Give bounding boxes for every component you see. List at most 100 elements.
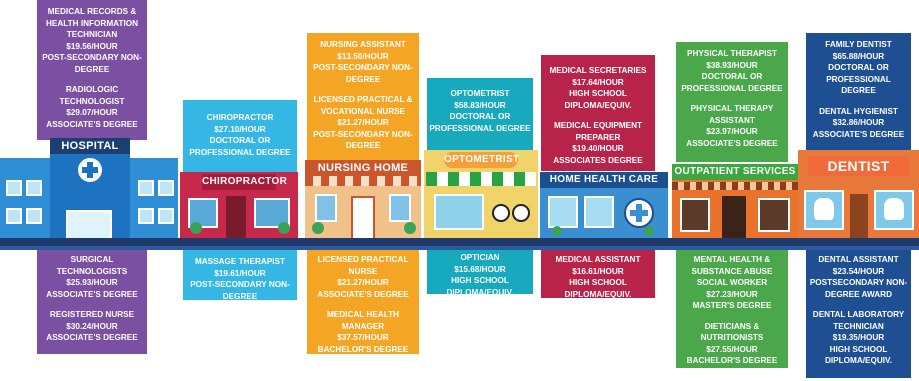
outpatient-building: OUTPATIENT SERVICES <box>672 164 798 240</box>
job-title: PHYSICAL THERAPIST <box>687 49 777 58</box>
job-wage: $38.93/HOUR <box>706 60 758 70</box>
job-card: LICENSED PRACTICAL NURSE $21.27/HOUR ASS… <box>309 254 417 300</box>
window <box>680 198 710 232</box>
plant <box>404 222 416 234</box>
optometrist-building: OPTOMETRIST <box>424 150 538 240</box>
dentist-bottom-panel: DENTAL ASSISTANT $23.54/HOUR POSTSECONDA… <box>806 246 911 378</box>
sidewalk <box>0 246 919 250</box>
chiropractor-bottom-panel: MASSAGE THERAPIST $19.61/HOUR POST-SECON… <box>183 246 297 302</box>
job-card: REGISTERED NURSE $30.24/HOUR ASSOCIATE'S… <box>39 309 145 344</box>
job-education: ASSOCIATE'S DEGREE <box>46 119 138 129</box>
hospital-building: HOSPITAL <box>0 138 178 240</box>
job-title: SURGICAL TECHNOLOGISTS <box>56 255 128 276</box>
job-wage: $19.61/HOUR <box>214 268 266 278</box>
job-title: DENTAL LABORATORY TECHNICIAN <box>812 310 905 331</box>
job-title: MEDICAL SECRETARIES <box>549 66 647 75</box>
job-card: RADIOLOGIC TECHNOLOGIST $29.07/HOUR ASSO… <box>39 84 145 130</box>
hospital-bottom-panel: SURGICAL TECHNOLOGISTS $25.93/HOUR ASSOC… <box>37 246 147 354</box>
job-education: HIGH SCHOOL DIPLOMA/EQUIV. <box>446 276 514 297</box>
job-card: MASSAGE THERAPIST $19.61/HOUR POST-SECON… <box>185 256 295 302</box>
plant <box>552 226 562 236</box>
window <box>584 196 614 228</box>
job-card: SURGICAL TECHNOLOGISTS $25.93/HOUR ASSOC… <box>39 254 145 300</box>
awning <box>305 176 421 186</box>
job-card: DENTAL LABORATORY TECHNICIAN $19.35/HOUR… <box>808 309 909 367</box>
nursing-home-building: NURSING HOME <box>305 160 421 240</box>
window <box>389 194 411 222</box>
optometrist-sign: OPTOMETRIST <box>444 152 519 168</box>
job-wage: $37.57/HOUR <box>337 333 389 342</box>
job-wage: $65.88/HOUR <box>832 51 885 61</box>
door <box>226 196 246 240</box>
dentist-building: DENTIST <box>798 150 919 240</box>
job-wage: $17.64/HOUR <box>572 77 624 87</box>
optometrist-top-panel: OPTOMETRIST $58.83/HOUR DOCTORAL OR PROF… <box>427 78 533 158</box>
awning <box>426 172 536 186</box>
outpatient-sign: OUTPATIENT SERVICES <box>672 164 798 180</box>
job-title: MEDICAL RECORDS & HEALTH INFORMATION TEC… <box>45 7 139 39</box>
job-wage: $16.61/HOUR <box>572 266 624 276</box>
window <box>548 196 578 228</box>
job-education: DOCTORAL OR PROFESSIONAL DEGREE <box>826 63 891 95</box>
dentist-sign: DENTIST <box>808 156 909 176</box>
job-title: REGISTERED NURSE <box>49 310 135 319</box>
job-wage: $23.54/HOUR <box>832 266 885 276</box>
window <box>158 208 174 224</box>
door <box>351 196 375 240</box>
job-education: MASTER'S DEGREE <box>692 301 772 310</box>
job-education: BACHELOR'S DEGREE <box>317 344 409 354</box>
job-title: MENTAL HEALTH & SUBSTANCE ABUSE SOCIAL W… <box>691 255 773 287</box>
window <box>434 194 484 230</box>
window <box>6 180 22 196</box>
job-card: MEDICAL HEALTH MANAGER $37.57/HOUR BACHE… <box>309 309 417 355</box>
job-card: OPTICIAN $15.68/HOUR HIGH SCHOOL DIPLOMA… <box>429 252 531 298</box>
job-education: DOCTORAL OR PROFESSIONAL DEGREE <box>681 72 783 93</box>
job-title: LICENSED PRACTICAL NURSE <box>317 255 409 276</box>
outpatient-top-panel: PHYSICAL THERAPIST $38.93/HOUR DOCTORAL … <box>676 42 788 162</box>
job-card: MEDICAL SECRETARIES $17.64/HOUR HIGH SCH… <box>543 65 653 111</box>
job-wage: $19.56/HOUR <box>66 41 118 51</box>
job-title: FAMILY DENTIST <box>825 40 892 49</box>
tooth-icon <box>814 198 834 220</box>
nursing-home-sign: NURSING HOME <box>305 160 421 176</box>
window <box>315 194 337 222</box>
job-wage: $27.23/HOUR <box>706 289 758 299</box>
home-health-care-sign: HOME HEALTH CARE <box>540 172 668 188</box>
job-card: MEDICAL ASSISTANT $16.61/HOUR HIGH SCHOO… <box>543 254 653 300</box>
job-education: ASSOCIATE'S DEGREE <box>686 138 778 148</box>
job-education: DOCTORAL OR PROFESSIONAL DEGREE <box>429 112 531 133</box>
hospital-entrance <box>66 210 112 240</box>
job-wage: $23.97/HOUR <box>706 127 758 136</box>
job-wage: $25.93/HOUR <box>66 278 118 287</box>
chiropractor-top-panel: CHIROPRACTOR $27.10/HOUR DOCTORAL OR PRO… <box>183 100 297 172</box>
medical-sign-icon <box>624 198 654 228</box>
job-education: ASSOCIATES DEGREE <box>553 155 643 165</box>
job-card: LICENSED PRACTICAL & VOCATIONAL NURSE $2… <box>309 94 417 152</box>
chiropractor-sign: CHIROPRACTOR <box>202 174 287 190</box>
job-education: HIGH SCHOOL DIPLOMA/EQUIV. <box>824 344 893 366</box>
window <box>138 208 154 224</box>
job-wage: $19.35/HOUR <box>832 333 885 342</box>
window <box>6 208 22 224</box>
job-education: ASSOCIATE'S DEGREE <box>812 129 905 139</box>
job-title: MEDICAL HEALTH MANAGER <box>326 310 399 331</box>
job-wage: $27.10/HOUR <box>214 124 266 134</box>
job-title: MEDICAL EQUIPMENT PREPARER <box>553 121 643 142</box>
chiropractor-building: CHIROPRACTOR <box>180 172 298 240</box>
hospital-top-panel: MEDICAL RECORDS & HEALTH INFORMATION TEC… <box>37 0 147 140</box>
job-wage: $30.24/HOUR <box>66 321 118 331</box>
job-wage: $58.83/HOUR <box>454 100 506 110</box>
job-card: PHYSICAL THERAPY ASSISTANT $23.97/HOUR A… <box>678 103 786 149</box>
job-card: MEDICAL EQUIPMENT PREPARER $19.40/HOUR A… <box>543 120 653 166</box>
window <box>26 180 42 196</box>
job-wage: $27.55/HOUR <box>706 344 758 354</box>
job-education: ASSOCIATE'S DEGREE <box>46 333 138 342</box>
job-card: OPTOMETRIST $58.83/HOUR DOCTORAL OR PROF… <box>429 88 531 134</box>
job-title: RADIOLOGIC TECHNOLOGIST <box>59 85 125 106</box>
job-wage: $15.68/HOUR <box>454 264 506 274</box>
job-education: POST-SECONDARY NON-DEGREE <box>42 53 142 74</box>
door <box>850 194 868 240</box>
job-wage: $21.27/HOUR <box>337 278 389 287</box>
nursing-home-top-panel: NURSING ASSISTANT $13.50/HOUR POST-SECON… <box>307 33 419 161</box>
job-card: CHIROPRACTOR $27.10/HOUR DOCTORAL OR PRO… <box>185 112 295 158</box>
